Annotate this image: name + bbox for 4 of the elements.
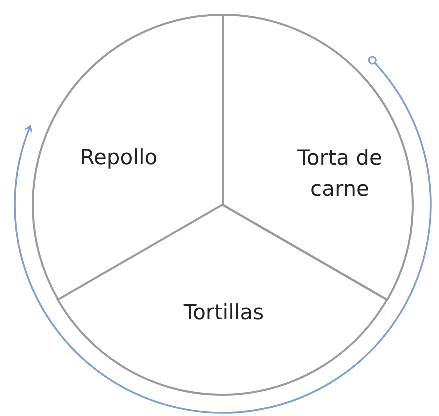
curved-arrow	[14, 56, 432, 414]
sector-label: Repollo	[79, 144, 159, 172]
sector-label: Torta de carne	[296, 145, 384, 203]
sector-label: Tortillas	[182, 300, 266, 326]
